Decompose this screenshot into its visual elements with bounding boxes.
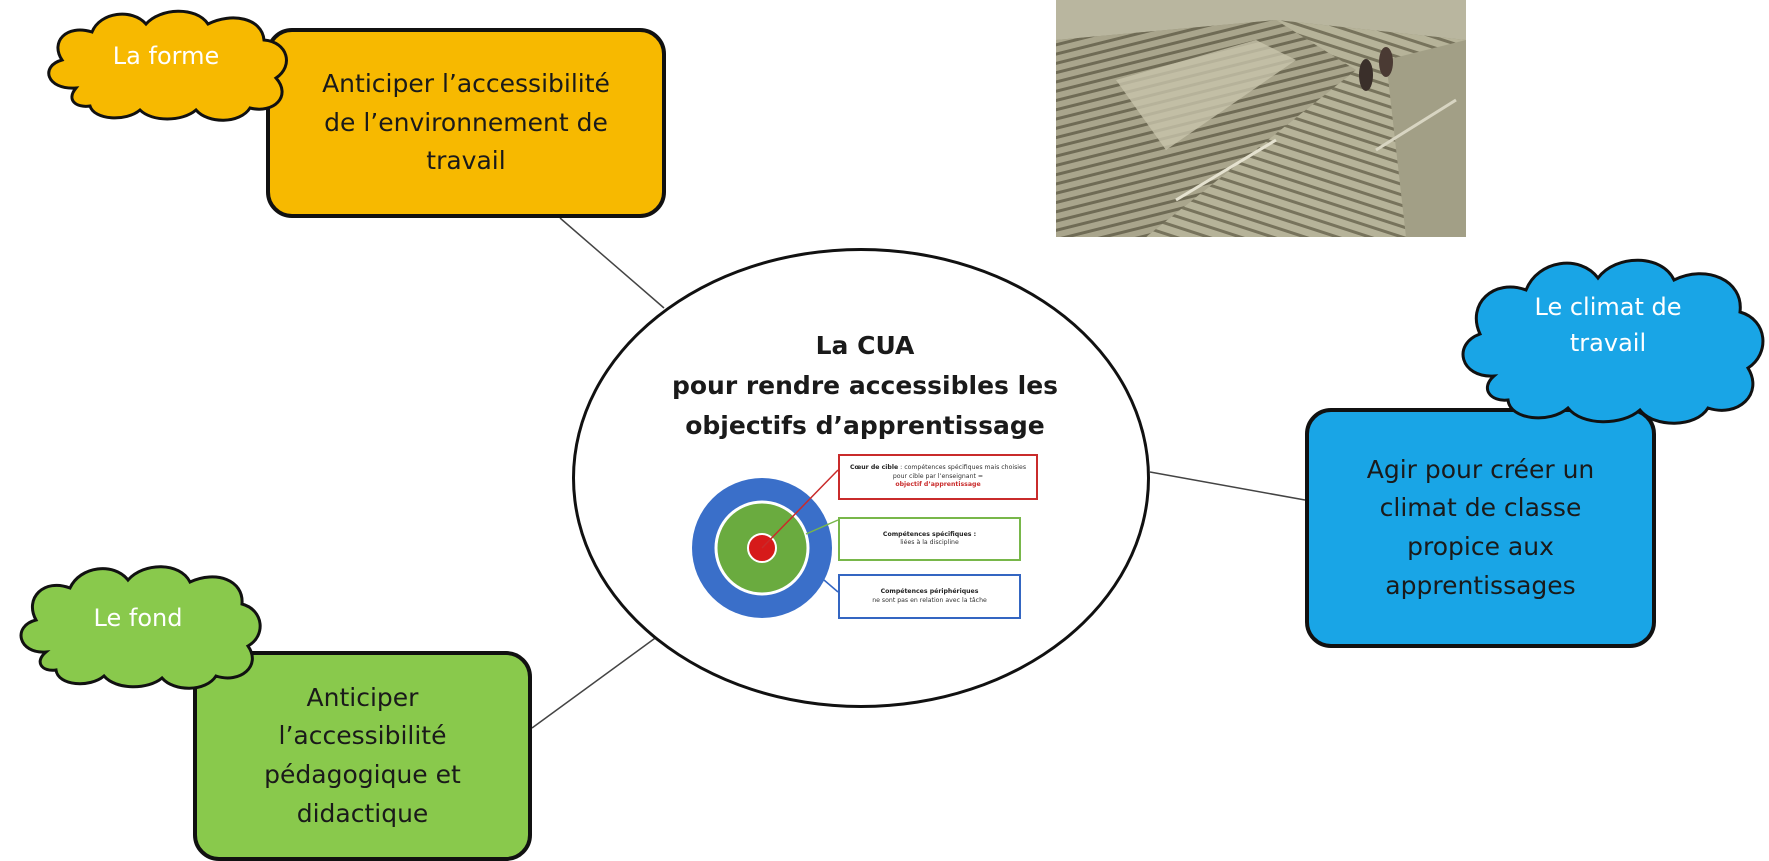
connector-fond <box>531 635 659 729</box>
coeur-emphasis: objectif d’apprentissage <box>895 481 981 489</box>
cloud-fond-shape <box>19 565 262 690</box>
target-label-specifiques: Compétences spécifiques : liées à la dis… <box>838 517 1021 561</box>
target-label-peripheriques: Compétences périphériques ne sont pas en… <box>838 574 1021 619</box>
coeur-title: Cœur de cible <box>849 464 899 472</box>
peripheriques-text: ne sont pas en relation avec la tâche <box>872 596 987 604</box>
target-pointer-peripheriques <box>823 579 839 593</box>
connector-climat <box>1149 471 1306 501</box>
target-label-coeur: Cœur de cible : compétences spécifiques … <box>838 454 1038 500</box>
target-pointer-core <box>761 469 839 549</box>
cloud-forme-label: La forme <box>112 42 220 70</box>
stairs-ramp-photo <box>1056 0 1466 237</box>
cloud-la-forme: La forme <box>36 8 296 122</box>
connector-forme <box>559 217 665 309</box>
center-title-line2: pour rendre accessibles les <box>671 371 1059 400</box>
center-title: La CUA pour rendre accessibles les objec… <box>620 326 1110 446</box>
center-title-line3: objectifs d’apprentissage <box>685 411 1045 440</box>
cloud-forme-shape <box>47 9 288 122</box>
peripheriques-title: Compétences périphériques <box>880 588 979 596</box>
cloud-fond-label: Le fond <box>93 604 183 632</box>
box-fond-text: Anticiper l’accessibilité pédagogique et… <box>264 682 461 828</box>
center-title-line1: La CUA <box>815 331 915 360</box>
specifiques-title: Compétences spécifiques : <box>882 530 977 538</box>
box-forme-text: Anticiper l’accessibilité de l’environne… <box>322 68 610 176</box>
box-climat-text: Agir pour créer un climat de classe prop… <box>1366 454 1595 600</box>
box-agir-climat-classe: Agir pour créer un climat de classe prop… <box>1305 408 1656 648</box>
box-anticiper-pedagogique: Anticiper l’accessibilité pédagogique et… <box>193 651 532 861</box>
box-anticiper-environnement: Anticiper l’accessibilité de l’environne… <box>266 28 666 218</box>
cloud-le-climat: Le climat de travail <box>1450 248 1766 428</box>
coeur-text: : compétences spécifiques mais choisies … <box>892 464 1027 480</box>
cloud-climat-shape <box>1461 258 1765 425</box>
cloud-climat-label: Le climat de travail <box>1534 293 1682 357</box>
cloud-le-fond: Le fond <box>10 560 266 690</box>
specifiques-text: liées à la discipline <box>900 539 959 546</box>
target-figure <box>692 469 839 618</box>
target-pointer-specifiques <box>805 519 839 535</box>
